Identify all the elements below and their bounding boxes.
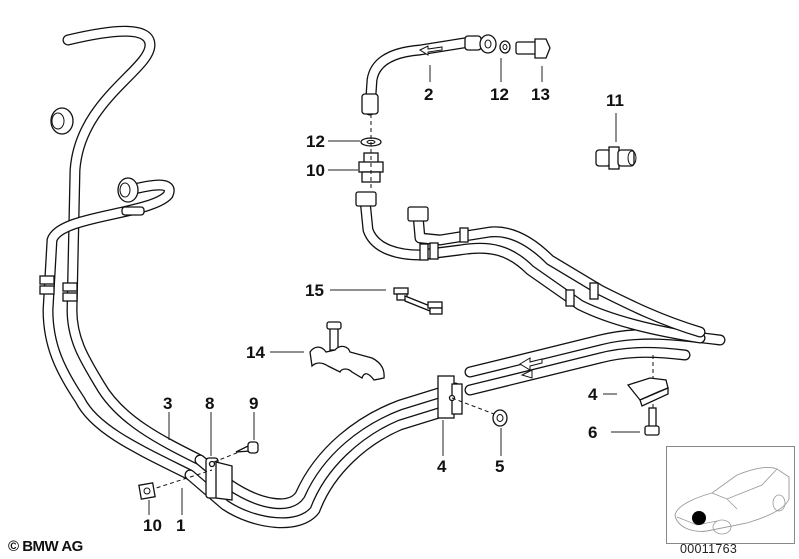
copyright-notice: © BMW AG bbox=[8, 538, 83, 555]
callout-12-top[interactable]: 12 bbox=[490, 85, 509, 104]
callout-5[interactable]: 5 bbox=[495, 457, 504, 476]
callouts: 2 12 13 11 12 10 15 14 3 8 9 10 1 4 5 4 … bbox=[143, 85, 624, 535]
pipe-holder-double[interactable] bbox=[309, 321, 385, 381]
pipe-nut-top-left bbox=[50, 107, 74, 135]
nut[interactable] bbox=[492, 409, 508, 427]
callout-9[interactable]: 10 bbox=[143, 516, 162, 535]
callout-12-mid[interactable]: 12 bbox=[306, 132, 325, 151]
callout-11[interactable]: 11 bbox=[606, 91, 624, 110]
clamp[interactable] bbox=[205, 457, 233, 501]
car-locator-icon bbox=[674, 466, 790, 535]
pipe-bottom-run[interactable] bbox=[184, 382, 461, 529]
callout-4-right[interactable]: 4 bbox=[588, 385, 598, 404]
car-locator-thumbnail[interactable] bbox=[666, 446, 795, 544]
assembly-axis bbox=[149, 469, 213, 491]
callout-13[interactable]: 13 bbox=[531, 85, 550, 104]
callout-2[interactable]: 2 bbox=[424, 85, 433, 104]
assembly-axis bbox=[451, 397, 495, 415]
callout-7[interactable]: 8 bbox=[205, 394, 214, 413]
callout-4-center[interactable]: 4 bbox=[437, 457, 447, 476]
pipe-nuts-upper-right bbox=[355, 191, 599, 307]
pipe-upper-return[interactable] bbox=[359, 194, 706, 344]
clip-nut[interactable] bbox=[138, 482, 156, 500]
callout-6[interactable]: 6 bbox=[588, 423, 597, 442]
callout-14[interactable]: 14 bbox=[246, 343, 265, 362]
callout-15[interactable]: 15 bbox=[305, 281, 324, 300]
pipe-sleeves-left bbox=[39, 275, 78, 302]
holder-center[interactable] bbox=[437, 375, 463, 419]
pipe-clip[interactable] bbox=[393, 287, 443, 315]
locator-marker bbox=[692, 511, 706, 525]
pipe-front-run[interactable] bbox=[464, 328, 726, 396]
pipe-nut-mid-left bbox=[117, 177, 145, 216]
callout-1[interactable]: 1 bbox=[176, 516, 185, 535]
reference-number: 00011763 bbox=[680, 542, 738, 556]
callout-10[interactable]: 10 bbox=[306, 161, 325, 180]
pipe-upper-feed[interactable] bbox=[361, 34, 497, 116]
seal-ring-upper[interactable] bbox=[499, 40, 511, 54]
hollow-bolt[interactable] bbox=[515, 38, 551, 59]
union-fitting[interactable] bbox=[595, 146, 637, 170]
leader-lines bbox=[148, 58, 640, 515]
screw[interactable] bbox=[235, 441, 259, 454]
pipe-loop-left[interactable] bbox=[42, 25, 206, 481]
callout-3[interactable]: 3 bbox=[163, 394, 172, 413]
holder-right[interactable] bbox=[626, 377, 669, 407]
bolt[interactable] bbox=[644, 407, 660, 436]
assembly-axis bbox=[213, 449, 245, 463]
callout-8[interactable]: 9 bbox=[249, 394, 258, 413]
